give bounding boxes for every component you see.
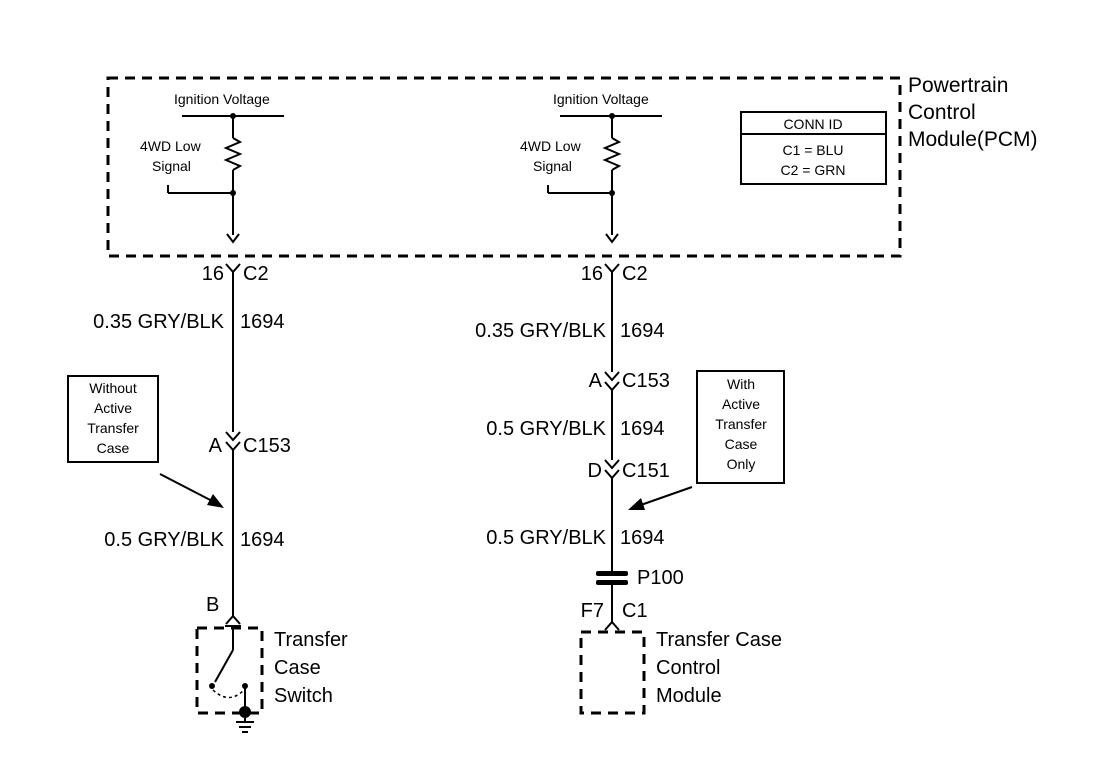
left-c153-conn: C153 [243, 435, 291, 457]
left-wire2-circuit: 1694 [240, 529, 285, 551]
left-note-line2: Active [94, 400, 132, 416]
right-ignition-label: Ignition Voltage [553, 91, 649, 107]
right-note-line4: Case [725, 436, 758, 452]
left-note-line1: Without [89, 380, 137, 396]
switch-label-2: Case [274, 657, 321, 679]
left-note-line4: Case [97, 440, 130, 456]
left-wire1-circuit: 1694 [240, 311, 285, 333]
pcm-right-circuit: Ignition Voltage 4WD Low Signal [520, 91, 662, 244]
left-c153-pin: A [209, 435, 223, 457]
conn-id-row1: C1 = BLU [782, 142, 843, 158]
tccm-label-3: Module [656, 685, 722, 707]
transfer-case-switch: Transfer Case Switch [195, 626, 348, 733]
right-p100: P100 [637, 567, 684, 589]
right-note-line5: Only [727, 456, 756, 472]
conn-id-row2: C2 = GRN [781, 162, 846, 178]
right-c151-conn: C151 [622, 460, 670, 482]
conn-id-title: CONN ID [783, 116, 842, 132]
right-wiring: 16 C2 0.35 GRY/BLK 1694 A C153 0.5 GRY/B… [475, 263, 684, 631]
right-wire3-spec: 0.5 GRY/BLK [486, 527, 606, 549]
right-conn-c2: C2 [622, 263, 648, 285]
right-wire3-circuit: 1694 [620, 527, 665, 549]
right-signal-label-1: 4WD Low [520, 138, 582, 154]
right-conn-c1: C1 [622, 600, 648, 622]
right-note: With Active Transfer Case Only [628, 370, 785, 510]
right-wire1-circuit: 1694 [620, 320, 665, 342]
right-pin-16: 16 [581, 263, 603, 285]
right-c153-pin: A [589, 370, 603, 392]
tccm-label-2: Control [656, 657, 720, 679]
right-note-line2: Active [722, 396, 760, 412]
switch-label-1: Transfer [274, 629, 348, 651]
left-note: Without Active Transfer Case [67, 375, 224, 508]
left-wiring: 16 C2 0.35 GRY/BLK 1694 A C153 0.5 GRY/B… [93, 263, 291, 627]
left-conn-c2: C2 [243, 263, 269, 285]
pcm-label-line3: Module(PCM) [908, 128, 1038, 151]
pcm-label-line1: Powertrain [908, 74, 1008, 97]
right-wire1-spec: 0.35 GRY/BLK [475, 320, 606, 342]
right-wire2-circuit: 1694 [620, 418, 665, 440]
pcm-left-circuit: Ignition Voltage 4WD Low Signal [140, 91, 284, 244]
tccm-label-1: Transfer Case [656, 629, 782, 651]
conn-id-table: CONN ID C1 = BLU C2 = GRN [740, 111, 887, 185]
pcm-boundary [106, 76, 902, 258]
right-note-line1: With [727, 376, 755, 392]
right-note-line3: Transfer [715, 416, 767, 432]
left-pin-16: 16 [202, 263, 224, 285]
right-pin-f7: F7 [581, 600, 604, 622]
right-wire2-spec: 0.5 GRY/BLK [486, 418, 606, 440]
left-pin-b: B [206, 594, 219, 616]
left-note-line3: Transfer [87, 420, 139, 436]
left-ignition-label: Ignition Voltage [174, 91, 270, 107]
pcm-label-line2: Control [908, 101, 976, 124]
right-c153-conn: C153 [622, 370, 670, 392]
switch-label-3: Switch [274, 685, 333, 707]
left-signal-label-1: 4WD Low [140, 138, 202, 154]
right-c151-pin: D [588, 460, 602, 482]
transfer-case-control-module: Transfer Case Control Module [579, 629, 782, 715]
left-wire1-spec: 0.35 GRY/BLK [93, 311, 224, 333]
right-signal-label-2: Signal [533, 158, 572, 174]
left-signal-label-2: Signal [152, 158, 191, 174]
left-wire2-spec: 0.5 GRY/BLK [104, 529, 224, 551]
